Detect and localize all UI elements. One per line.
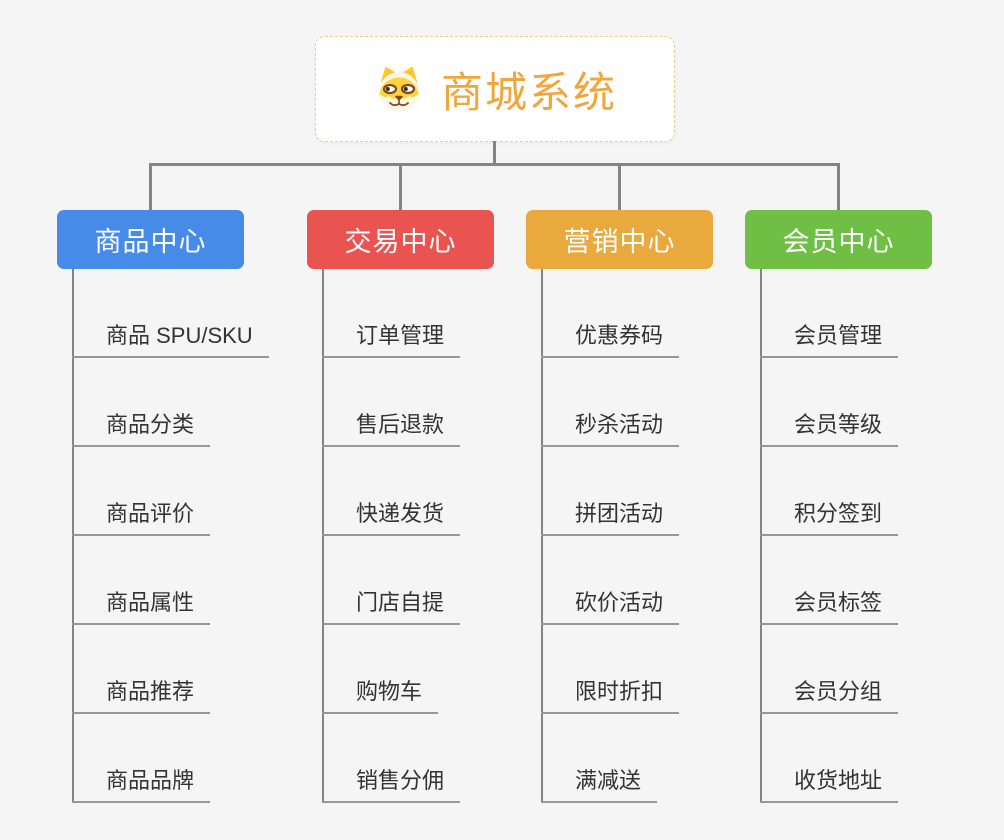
root-node[interactable]: 商城系统 [315,36,675,142]
branch-item[interactable]: 商品品牌 [72,761,211,803]
branch-item[interactable]: 秒杀活动 [541,405,680,447]
connector-line [618,163,621,211]
branch-member: 会员中心 会员管理 会员等级 积分签到 会员标签 会员分组 收货地址 [745,163,995,823]
branch-item[interactable]: 门店自提 [322,583,461,625]
branch-item[interactable]: 购物车 [322,672,439,714]
branch-item[interactable]: 满减送 [541,761,658,803]
branch-item[interactable]: 商品推荐 [72,672,211,714]
branch-item[interactable]: 商品属性 [72,583,211,625]
connector-line [322,269,324,803]
branch-item[interactable]: 销售分佣 [322,761,461,803]
branch-header-product[interactable]: 商品中心 [57,210,244,269]
branch-item[interactable]: 会员分组 [760,672,899,714]
branch-item[interactable]: 积分签到 [760,494,899,536]
branch-item[interactable]: 限时折扣 [541,672,680,714]
branch-item[interactable]: 商品分类 [72,405,211,447]
branch-item[interactable]: 会员管理 [760,316,899,358]
branch-item[interactable]: 商品评价 [72,494,211,536]
connector-line [149,163,152,211]
branch-item[interactable]: 收货地址 [760,761,899,803]
branch-item[interactable]: 会员标签 [760,583,899,625]
branch-item[interactable]: 会员等级 [760,405,899,447]
branches-horizontal-connector-line [149,163,840,166]
branch-item[interactable]: 拼团活动 [541,494,680,536]
branch-item[interactable]: 快递发货 [322,494,461,536]
root-connector-line [493,141,496,164]
branch-header-trade[interactable]: 交易中心 [307,210,494,269]
connector-line [72,269,74,803]
branch-header-marketing[interactable]: 营销中心 [526,210,713,269]
branch-item[interactable]: 商品 SPU/SKU [72,316,269,358]
connector-line [541,269,543,803]
branch-item[interactable]: 优惠券码 [541,316,680,358]
connector-line [760,269,762,803]
branch-item[interactable]: 订单管理 [322,316,461,358]
root-title: 商城系统 [440,68,617,116]
branch-marketing: 营销中心 优惠券码 秒杀活动 拼团活动 砍价活动 限时折扣 满减送 [526,163,776,823]
connector-line [399,163,402,211]
branch-trade: 交易中心 订单管理 售后退款 快递发货 门店自提 购物车 销售分佣 [307,163,557,823]
branch-product: 商品中心 商品 SPU/SKU 商品分类 商品评价 商品属性 商品推荐 商品品牌 [57,163,307,823]
branch-header-member[interactable]: 会员中心 [745,210,932,269]
branch-item[interactable]: 售后退款 [322,405,461,447]
branch-item[interactable]: 砍价活动 [541,583,680,625]
connector-line [837,163,840,211]
shiba-dog-icon [378,67,419,112]
